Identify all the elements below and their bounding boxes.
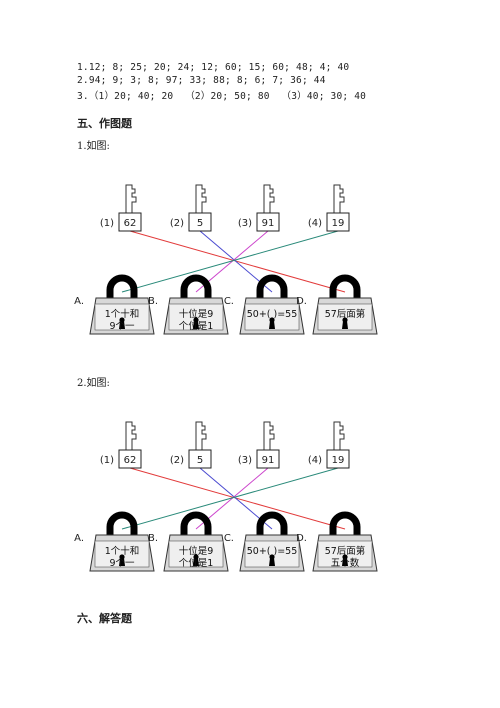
key-icon — [125, 421, 137, 450]
keyhole-slot — [119, 558, 125, 566]
key-number: (1) — [100, 218, 114, 229]
key-icon — [195, 184, 207, 213]
key-value: 62 — [124, 455, 137, 466]
lock-label: C. — [224, 296, 234, 307]
key-icon — [333, 421, 345, 450]
keyhole-slot — [342, 558, 348, 566]
lock-text-line-2: 个位是1 — [179, 320, 214, 332]
key-value: 19 — [332, 455, 345, 466]
lock-text-line-1: 57后面第 — [325, 308, 366, 320]
key-2: (2) 5 — [170, 184, 212, 232]
lock-label: A. — [74, 533, 84, 544]
lock-shackle — [329, 511, 361, 537]
keyhole-slot — [193, 321, 199, 329]
lock-text-line-2: 9个一 — [109, 558, 135, 569]
key-1: (1) 62 — [100, 184, 142, 232]
lock-text-line-2: 9个一 — [109, 321, 135, 332]
answer-line-3: 3.（1）20; 40; 20 （2）20; 50; 80 （3）40; 30;… — [77, 91, 367, 102]
key-value: 19 — [332, 218, 345, 229]
key-value-box — [326, 212, 350, 232]
key-value: 62 — [124, 218, 137, 229]
lock-shackle — [256, 511, 288, 537]
lock-shackle — [180, 511, 212, 537]
key-value: 91 — [262, 218, 275, 229]
key-3: (3) 91 — [238, 421, 280, 469]
key-icon — [263, 184, 275, 213]
lock-3: C. 50+( )=55 — [224, 511, 305, 572]
lock-shackle — [180, 274, 212, 300]
answer-line-1: 1.12; 8; 25; 20; 24; 12; 60; 15; 60; 48;… — [77, 62, 350, 73]
key-value: 5 — [197, 455, 203, 466]
keyhole-slot — [119, 321, 125, 329]
lock-label: A. — [74, 296, 84, 307]
lock-shackle — [106, 274, 138, 300]
lock-4: D. 57后面第 — [296, 274, 378, 335]
lock-text-line-1: 50+( )=55 — [247, 546, 298, 557]
lock-3: C. 50+( )=55 — [224, 274, 305, 335]
question-1-label: 1.如图: — [77, 141, 110, 152]
key-number: (4) — [308, 218, 322, 229]
key-number: (3) — [238, 218, 252, 229]
lock-text-line-1: 1个十和 — [105, 545, 140, 557]
key-value-box — [256, 449, 280, 469]
section-5-title: 五、作图题 — [77, 117, 132, 130]
key-value: 91 — [262, 455, 275, 466]
lock-label: D. — [296, 533, 307, 544]
lock-shackle — [329, 274, 361, 300]
lock-label: D. — [296, 296, 307, 307]
question-2-label: 2.如图: — [77, 378, 110, 389]
key-value-box — [118, 212, 142, 232]
key-value-box — [118, 449, 142, 469]
key-3: (3) 91 — [238, 184, 280, 232]
lock-text-line-2: 个位是1 — [179, 557, 214, 569]
connection-line-1 — [129, 467, 346, 530]
keyhole-slot — [269, 558, 275, 566]
keyhole-slot — [342, 321, 348, 329]
connection-line-4 — [121, 467, 339, 530]
key-number: (1) — [100, 455, 114, 466]
key-value-box — [188, 449, 212, 469]
key-2: (2) 5 — [170, 421, 212, 469]
lock-shackle — [106, 511, 138, 537]
lock-text-line-1: 57后面第 — [325, 545, 366, 557]
key-value-box — [256, 212, 280, 232]
lock-label: C. — [224, 533, 234, 544]
key-icon — [195, 421, 207, 450]
lock-text-line-1: 十位是9 — [179, 308, 214, 320]
lock-text-line-1: 1个十和 — [105, 308, 140, 320]
section-6-title: 六、解答题 — [77, 612, 132, 625]
lock-label: B. — [148, 296, 158, 307]
lock-label: B. — [148, 533, 158, 544]
key-value-box — [326, 449, 350, 469]
key-number: (3) — [238, 455, 252, 466]
lock-text-line-1: 50+( )=55 — [247, 309, 298, 320]
key-number: (2) — [170, 455, 184, 466]
lock-text-line-1: 十位是9 — [179, 545, 214, 557]
keyhole-slot — [269, 321, 275, 329]
key-value: 5 — [197, 218, 203, 229]
connection-line-1 — [129, 230, 346, 293]
lock-text-line-2: 五个数 — [331, 557, 360, 569]
key-icon — [125, 184, 137, 213]
key-icon — [263, 421, 275, 450]
key-number: (2) — [170, 218, 184, 229]
key-4: (4) 19 — [308, 421, 350, 469]
key-icon — [333, 184, 345, 213]
connection-line-4 — [121, 230, 339, 293]
key-1: (1) 62 — [100, 421, 142, 469]
keyhole-slot — [193, 558, 199, 566]
key-4: (4) 19 — [308, 184, 350, 232]
key-number: (4) — [308, 455, 322, 466]
lock-shackle — [256, 274, 288, 300]
key-value-box — [188, 212, 212, 232]
answer-line-2: 2.94; 9; 3; 8; 97; 33; 88; 8; 6; 7; 36; … — [77, 75, 326, 86]
